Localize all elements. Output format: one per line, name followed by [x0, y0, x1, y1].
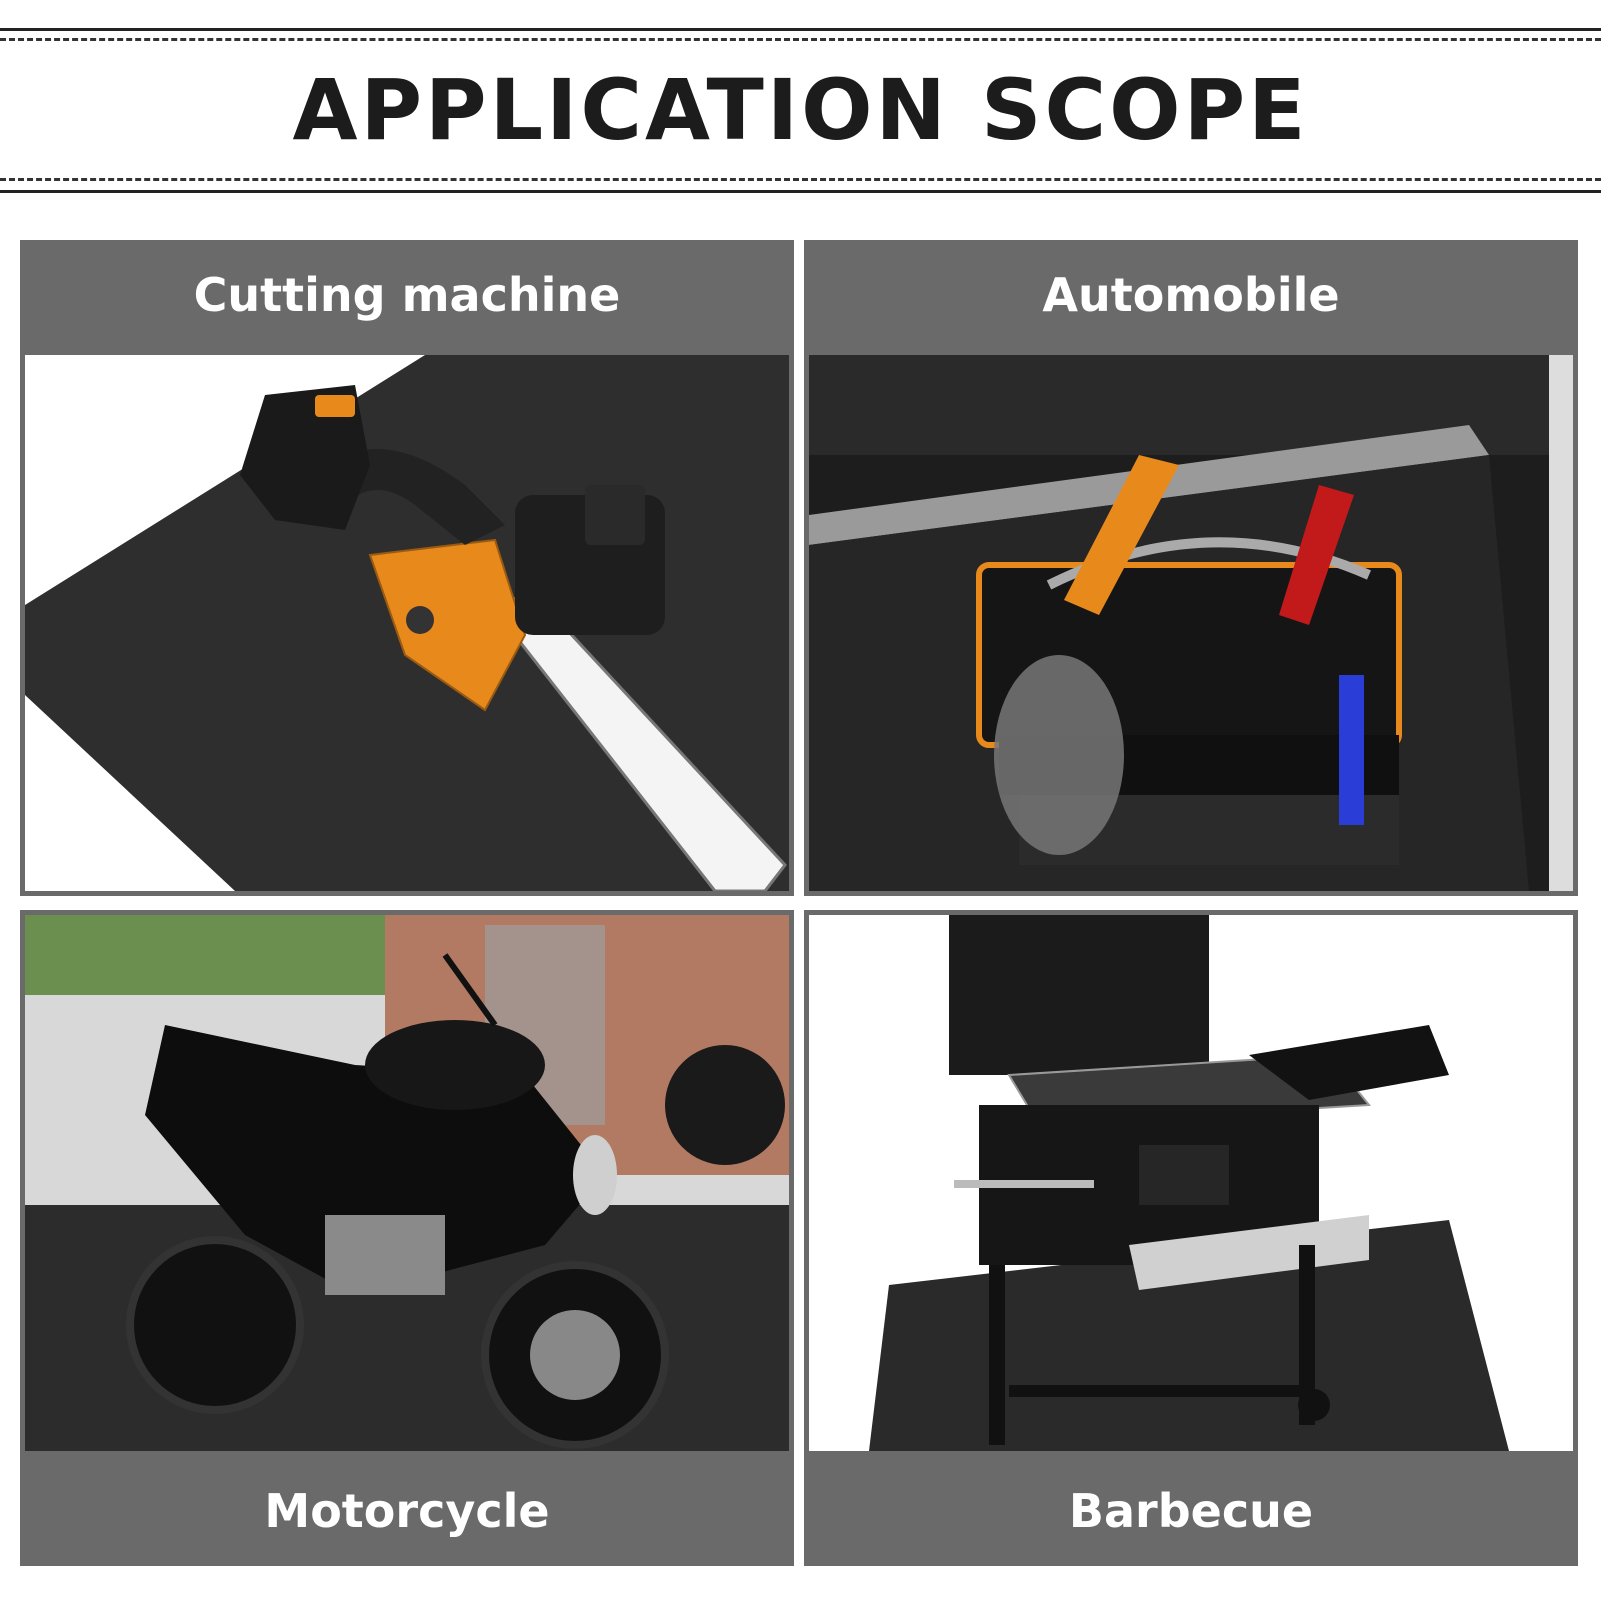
bottom-dashed-line [0, 178, 1601, 181]
panel-automobile: Automobile [804, 240, 1578, 896]
panel-label: Cutting machine [193, 268, 621, 322]
panel-barbecue: Barbecue [804, 910, 1578, 1566]
car-trunk-toolbag-image [809, 355, 1573, 891]
header-banner: APPLICATION SCOPE [0, 0, 1601, 200]
panel-label: Barbecue [1068, 1484, 1314, 1538]
chainsaw-image [25, 355, 789, 891]
barbecue-grill-image [809, 915, 1573, 1451]
panel-label: Automobile [1042, 268, 1340, 322]
top-border-line [0, 28, 1601, 31]
panel-motorcycle: Motorcycle [20, 910, 794, 1566]
bottom-border-line [0, 190, 1601, 193]
panel-cutting-machine: Cutting machine [20, 240, 794, 896]
panel-label: Motorcycle [264, 1484, 550, 1538]
page-title: APPLICATION SCOPE [292, 61, 1309, 159]
motorcycle-image [25, 915, 789, 1451]
top-dashed-line [0, 38, 1601, 41]
